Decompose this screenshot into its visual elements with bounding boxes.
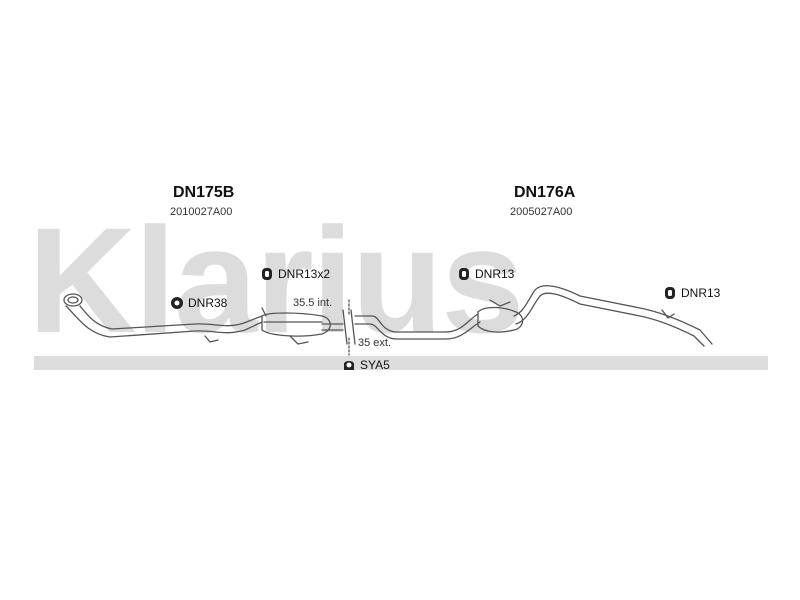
rubber-hanger-icon (459, 268, 469, 280)
part-code: DNR13x2 (278, 267, 331, 281)
part-code: SYA5 (360, 358, 390, 372)
note-external-diameter: 35 ext. (358, 337, 392, 349)
clamp-icon (344, 361, 354, 370)
rear-pipe-section (354, 313, 481, 340)
section-ref-rear: 2005027A00 (510, 206, 573, 218)
section-code-front: DN175B (173, 184, 235, 201)
joint-marker (342, 299, 356, 356)
section-ref-front: 2010027A00 (170, 206, 233, 218)
part-code: DNR13 (681, 286, 721, 300)
rubber-mount-icon (171, 297, 183, 309)
rubber-hanger-icon (665, 287, 675, 299)
part-label-hanger-right: DNR13 (663, 286, 720, 300)
brand-watermark-bar (34, 356, 768, 370)
brand-watermark: Klarius (28, 196, 525, 364)
part-code: DNR38 (188, 296, 228, 310)
section-code-rear: DN176A (514, 184, 576, 201)
note-internal-diameter: 35.5 int. (293, 297, 333, 309)
rubber-hanger-icon (262, 268, 272, 280)
part-code: DNR13 (475, 267, 515, 281)
part-label-hanger-mid: DNR13 (457, 267, 514, 281)
front-pipe-section (63, 293, 263, 343)
part-label-hanger-left: DNR13x2 (260, 267, 330, 281)
front-silencer (261, 307, 344, 345)
part-label-clamp: SYA5 (342, 358, 390, 372)
part-label-mount-left: DNR38 (170, 296, 227, 310)
rear-silencer (477, 285, 713, 347)
